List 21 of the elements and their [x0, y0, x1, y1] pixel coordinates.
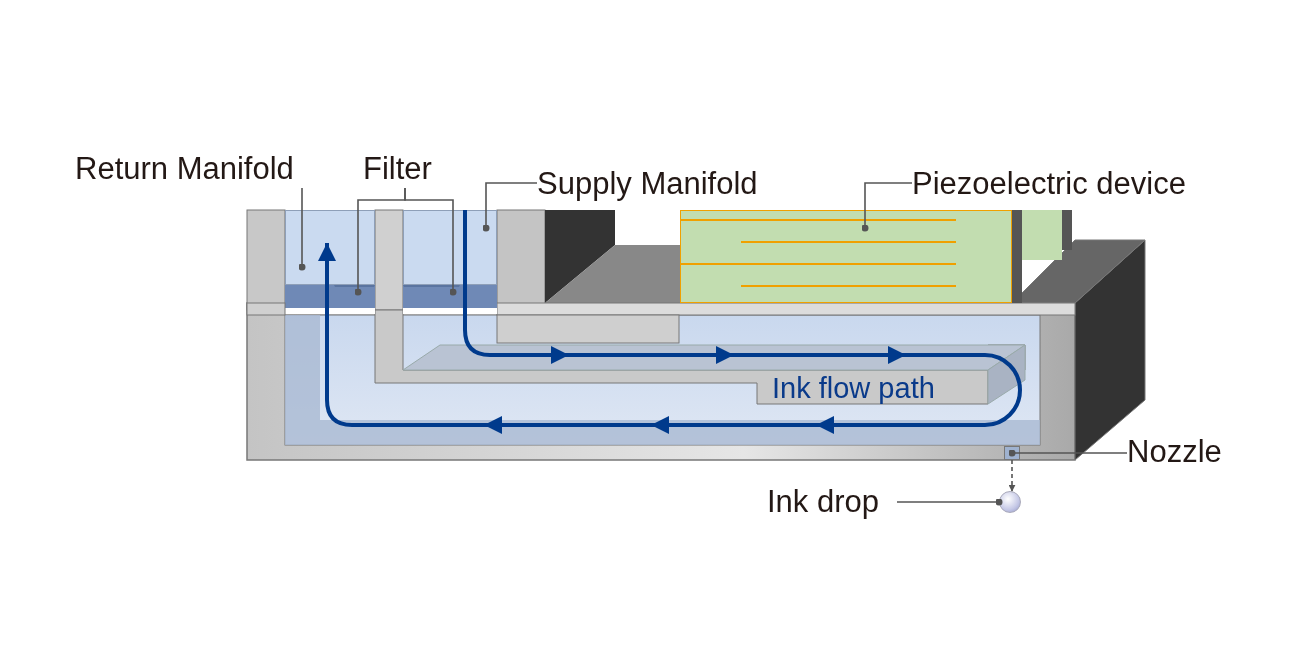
ink-drop: [999, 491, 1021, 513]
filter: [334, 285, 375, 308]
leader-line: [482, 182, 538, 232]
part-label: Return Manifold: [75, 150, 327, 188]
part-label: Piezoelectric device: [912, 165, 1232, 203]
chamber: [403, 210, 497, 285]
part-label: Nozzle: [1127, 433, 1237, 473]
leader-line: [298, 187, 306, 271]
ink-flow-arrow: [318, 210, 1022, 434]
part-label: Ink drop: [767, 483, 897, 523]
leader-line: [896, 498, 1003, 506]
leader-line: [861, 182, 913, 232]
filter: [403, 285, 460, 308]
chamber: [285, 210, 375, 285]
arrow: [1008, 459, 1016, 492]
part-label: Filter: [363, 150, 445, 188]
leader-line: [1008, 449, 1128, 457]
leader-line: [404, 187, 457, 296]
part-label: Supply Manifold: [537, 165, 792, 203]
flow-path-label: Ink flow path: [772, 372, 935, 404]
piezoelectric-element: [680, 210, 1012, 303]
